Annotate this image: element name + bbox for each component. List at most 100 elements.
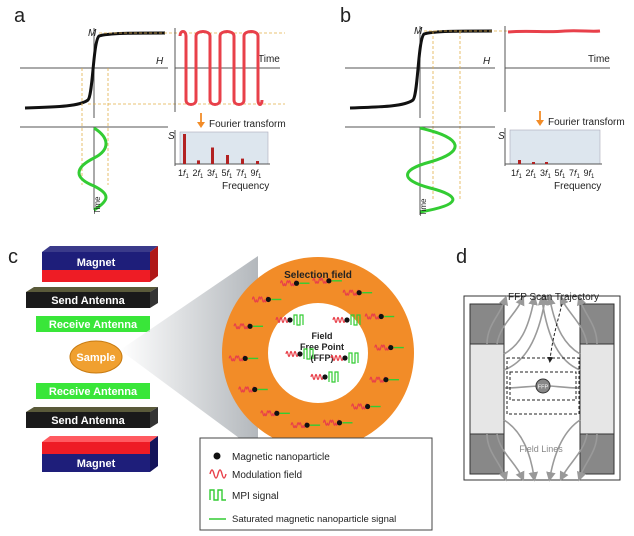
b-bar-2 (532, 162, 535, 164)
a-red-signal (178, 30, 264, 106)
legend-mpi-icon (209, 489, 226, 501)
a-tick-0: 1f1 (178, 168, 190, 180)
panel-a: a M H Time Time Fourier transform S (14, 5, 286, 214)
b-tick-2: 3f1 (540, 168, 552, 180)
a-tick-4: 7f1 (236, 168, 248, 180)
sample-label: Sample (76, 352, 115, 364)
legend-item-2: MPI signal (232, 491, 279, 502)
scan-arrow (547, 303, 563, 363)
nanoparticles-group (228, 277, 404, 429)
legend-box: Magnetic nanoparticle Modulation field M… (199, 437, 433, 531)
send-antenna-top-label: Send Antenna (51, 295, 125, 307)
magnet-top: Magnet (42, 246, 158, 282)
b-bar-1 (518, 160, 521, 164)
ring-particle-4 (369, 376, 399, 383)
ring-particle-6 (322, 419, 353, 426)
field-lines-label: Field Lines (519, 444, 563, 454)
b-frequency-label: Frequency (554, 181, 601, 192)
sample: Sample (69, 340, 123, 374)
b-time-vertical: Time (419, 198, 428, 216)
a-tick-5: 9f1 (251, 168, 263, 180)
ffp-particle-0 (275, 314, 304, 326)
panel-c: c Magnet Send Antenna Receive Antenna Sa… (8, 246, 433, 531)
ffp-particle-1 (332, 314, 361, 326)
a-spectrum-bar-5 (256, 161, 259, 164)
panel-a-letter: a (14, 5, 26, 27)
legend-item-1: Modulation field (232, 470, 302, 481)
b-h-label: H (483, 56, 491, 67)
b-fourier-label: Fourier transform (548, 117, 625, 128)
b-green-signal (406, 126, 457, 214)
legend-modulation-icon (209, 469, 227, 479)
panel-d: d (456, 246, 621, 482)
scan-trajectory (506, 357, 580, 415)
magnet-bottom-label: Magnet (77, 458, 116, 470)
ffp-label-1: Field (311, 331, 332, 341)
a-tick-2: 3f1 (207, 168, 219, 180)
a-spectrum-bar-3 (226, 155, 229, 164)
panel-b-letter: b (340, 5, 351, 27)
ring-particle-3 (374, 344, 404, 351)
b-spectrum-box (509, 129, 601, 165)
ring-particle-0 (312, 277, 342, 284)
a-h-label: H (156, 56, 164, 67)
ring-particle-7 (290, 422, 321, 429)
ffp-point (535, 378, 551, 394)
receive-antenna-bottom-label: Receive Antenna (49, 386, 138, 398)
a-time-vertical: Time (93, 196, 102, 214)
send-antenna-top: Send Antenna (26, 287, 158, 308)
a-green-signal (77, 126, 108, 212)
b-tick-0: 1f1 (511, 168, 523, 180)
legend-item-3: Saturated magnetic nanoparticle signal (232, 514, 396, 525)
receive-antenna-bottom: Receive Antenna (36, 383, 150, 399)
a-fourier-label: Fourier transform (209, 119, 286, 130)
a-tick-3: 5f1 (222, 168, 234, 180)
a-time-label: Time (258, 54, 280, 65)
a-magnetization-curve (24, 31, 166, 110)
ring-particle-10 (228, 355, 259, 362)
ffp-particle-4 (310, 371, 339, 383)
b-magnetization-curve (349, 29, 493, 110)
ring-particle-2 (364, 313, 395, 320)
send-antenna-bottom-label: Send Antenna (51, 415, 125, 427)
ffp-point-label: FFP (538, 385, 549, 391)
ring-particle-1 (342, 289, 373, 296)
selection-field-ring: Selection field Field Free Point (FFP) (222, 257, 414, 449)
b-time-label: Time (588, 54, 610, 65)
b-bar-3 (545, 162, 548, 164)
receive-antenna-top-label: Receive Antenna (49, 319, 138, 331)
panel-d-letter: d (456, 246, 467, 268)
a-spectrum-bar-0 (183, 134, 186, 164)
ffp-label-2: Free Point (300, 342, 344, 352)
a-m-label: M (88, 28, 97, 39)
ring-particle-8 (260, 410, 290, 417)
a-frequency-label: Frequency (222, 181, 269, 192)
ring-particle-12 (251, 296, 282, 303)
b-tick-4: 7f1 (569, 168, 581, 180)
b-red-signal (507, 29, 601, 34)
ring-particle-5 (351, 403, 381, 410)
b-spectrum-bars (518, 160, 548, 164)
a-spectrum-bar-4 (241, 158, 244, 164)
b-m-label: M (414, 26, 423, 37)
scan-trajectory-label: FFP Scan Trajectory (508, 292, 599, 303)
a-tick-1: 2f1 (193, 168, 205, 180)
legend-nanoparticle-icon (213, 452, 221, 460)
a-s-label: S (168, 131, 175, 142)
ring-particle-13 (279, 280, 310, 287)
panel-c-letter: c (8, 246, 18, 268)
a-spectrum-bar-1 (197, 160, 200, 164)
field-lines (486, 295, 598, 482)
ring-particle-11 (233, 323, 264, 330)
a-spectrum-box (179, 131, 269, 165)
b-tick-5: 9f1 (584, 168, 596, 180)
send-antenna-bottom: Send Antenna (26, 407, 158, 428)
magnet-bottom: Magnet (42, 436, 158, 472)
a-spectrum-bars (183, 134, 259, 164)
a-spectrum-bar-2 (211, 147, 214, 164)
ffp-label-3: (FFP) (311, 353, 334, 363)
